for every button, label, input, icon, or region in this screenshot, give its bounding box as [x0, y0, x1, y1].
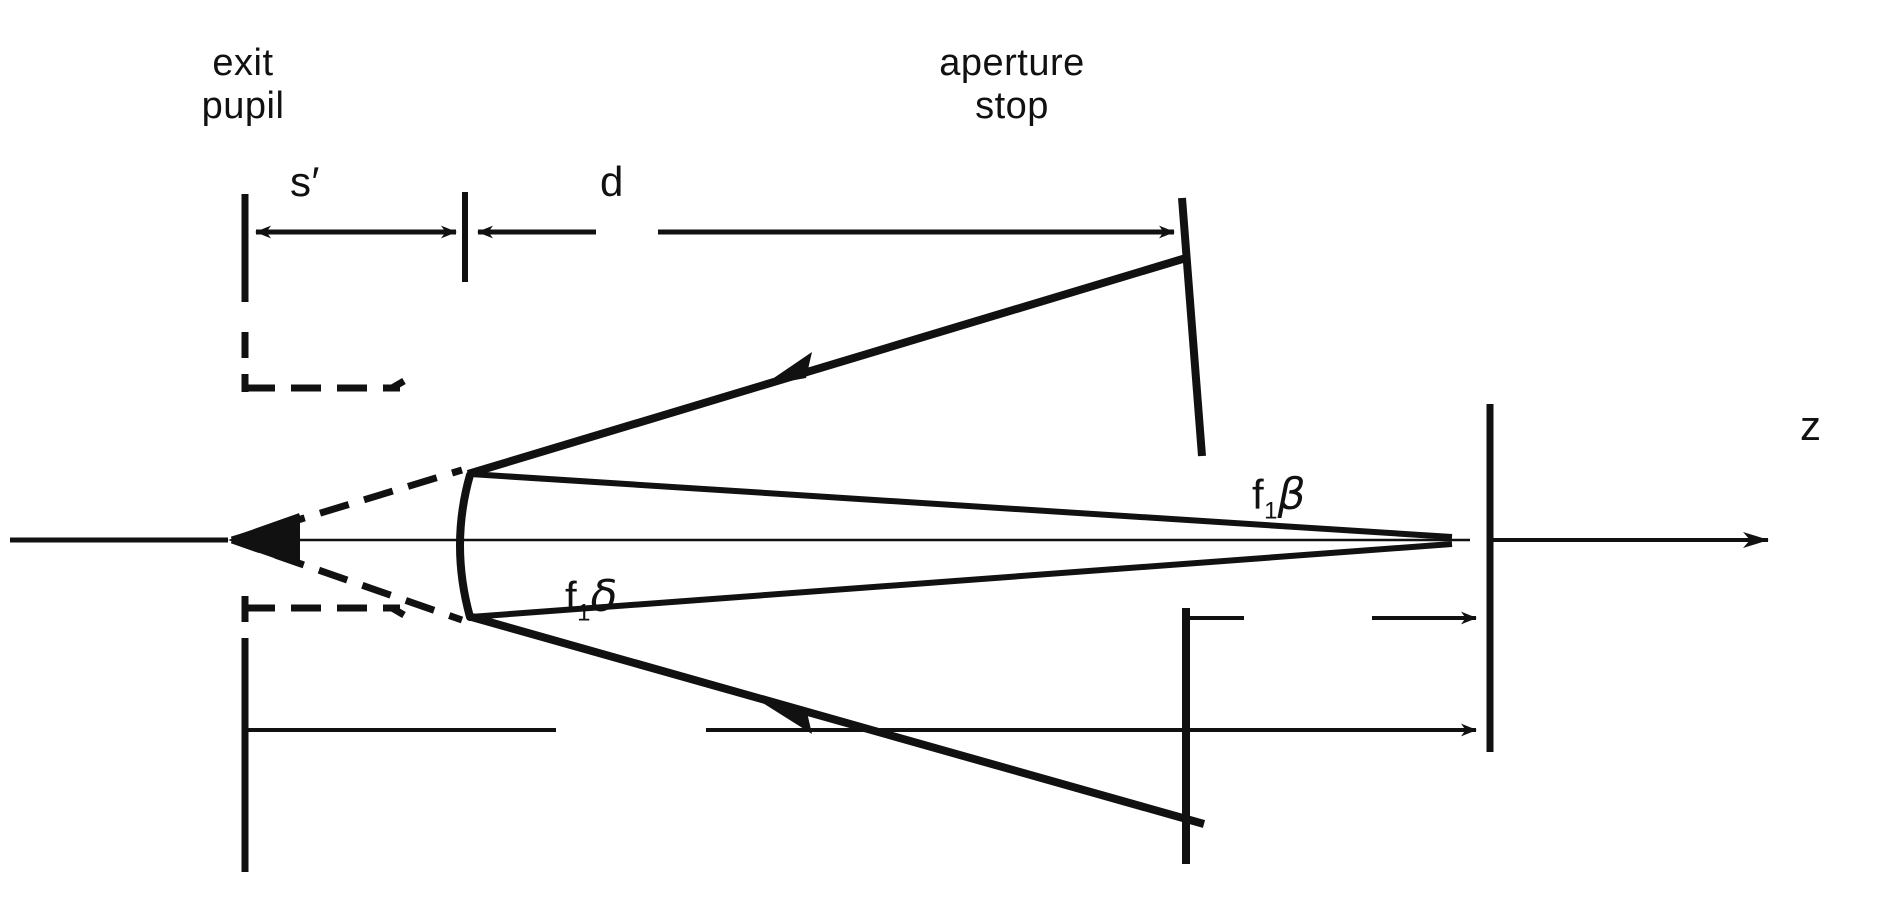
exit-pupil-construction-group	[230, 377, 464, 624]
upper-marginal-ray-group	[466, 254, 1188, 478]
f1-delta-subscript: 1	[577, 599, 591, 627]
lower-dashed-pupil-ray	[230, 536, 464, 624]
axis-label-z: z	[1800, 402, 1822, 449]
vertex-edge-lower	[231, 537, 301, 567]
lower-marginal-ray	[466, 612, 1206, 828]
dashed-corner-upper	[390, 377, 406, 392]
exit-pupil-label: exit pupil	[201, 42, 285, 127]
lens-element-group	[456, 471, 474, 621]
converging-rays-group	[469, 471, 1453, 620]
vertex-edge-upper	[231, 513, 301, 543]
f1-beta-subscript: 1	[1264, 497, 1278, 525]
lens-element	[456, 471, 474, 621]
dimension-label-f1-beta: f1β	[1252, 470, 1306, 525]
dimension-label-f1-delta: f1δ	[565, 572, 618, 627]
lower-marginal-ray-group	[466, 612, 1206, 828]
aperture-stop-group	[1178, 197, 1206, 457]
f1-delta-greek: δ	[590, 571, 618, 622]
aperture-stop-bar	[1178, 197, 1206, 457]
lower-ray-direction-arrow	[758, 700, 812, 734]
dimension-label-d: d	[600, 158, 624, 205]
lower-converging-ray	[469, 541, 1453, 620]
aperture-stop-label: aperture stop	[939, 42, 1085, 127]
upper-marginal-ray	[466, 254, 1188, 478]
dimension-label-s-prime: s′	[290, 158, 320, 205]
f1-beta-greek: β	[1277, 469, 1307, 520]
f1-delta-symbol: f	[565, 573, 578, 620]
dimension-s-prime-group	[255, 192, 468, 282]
dashed-corner-lower	[390, 604, 406, 619]
upper-converging-ray	[469, 471, 1453, 540]
vertex-wedge	[228, 516, 300, 564]
f1-beta-symbol: f	[1252, 471, 1265, 518]
upper-dashed-pupil-ray	[230, 466, 464, 544]
upper-ray-direction-arrow	[762, 352, 812, 386]
axial-convergence-vertex	[228, 513, 301, 567]
